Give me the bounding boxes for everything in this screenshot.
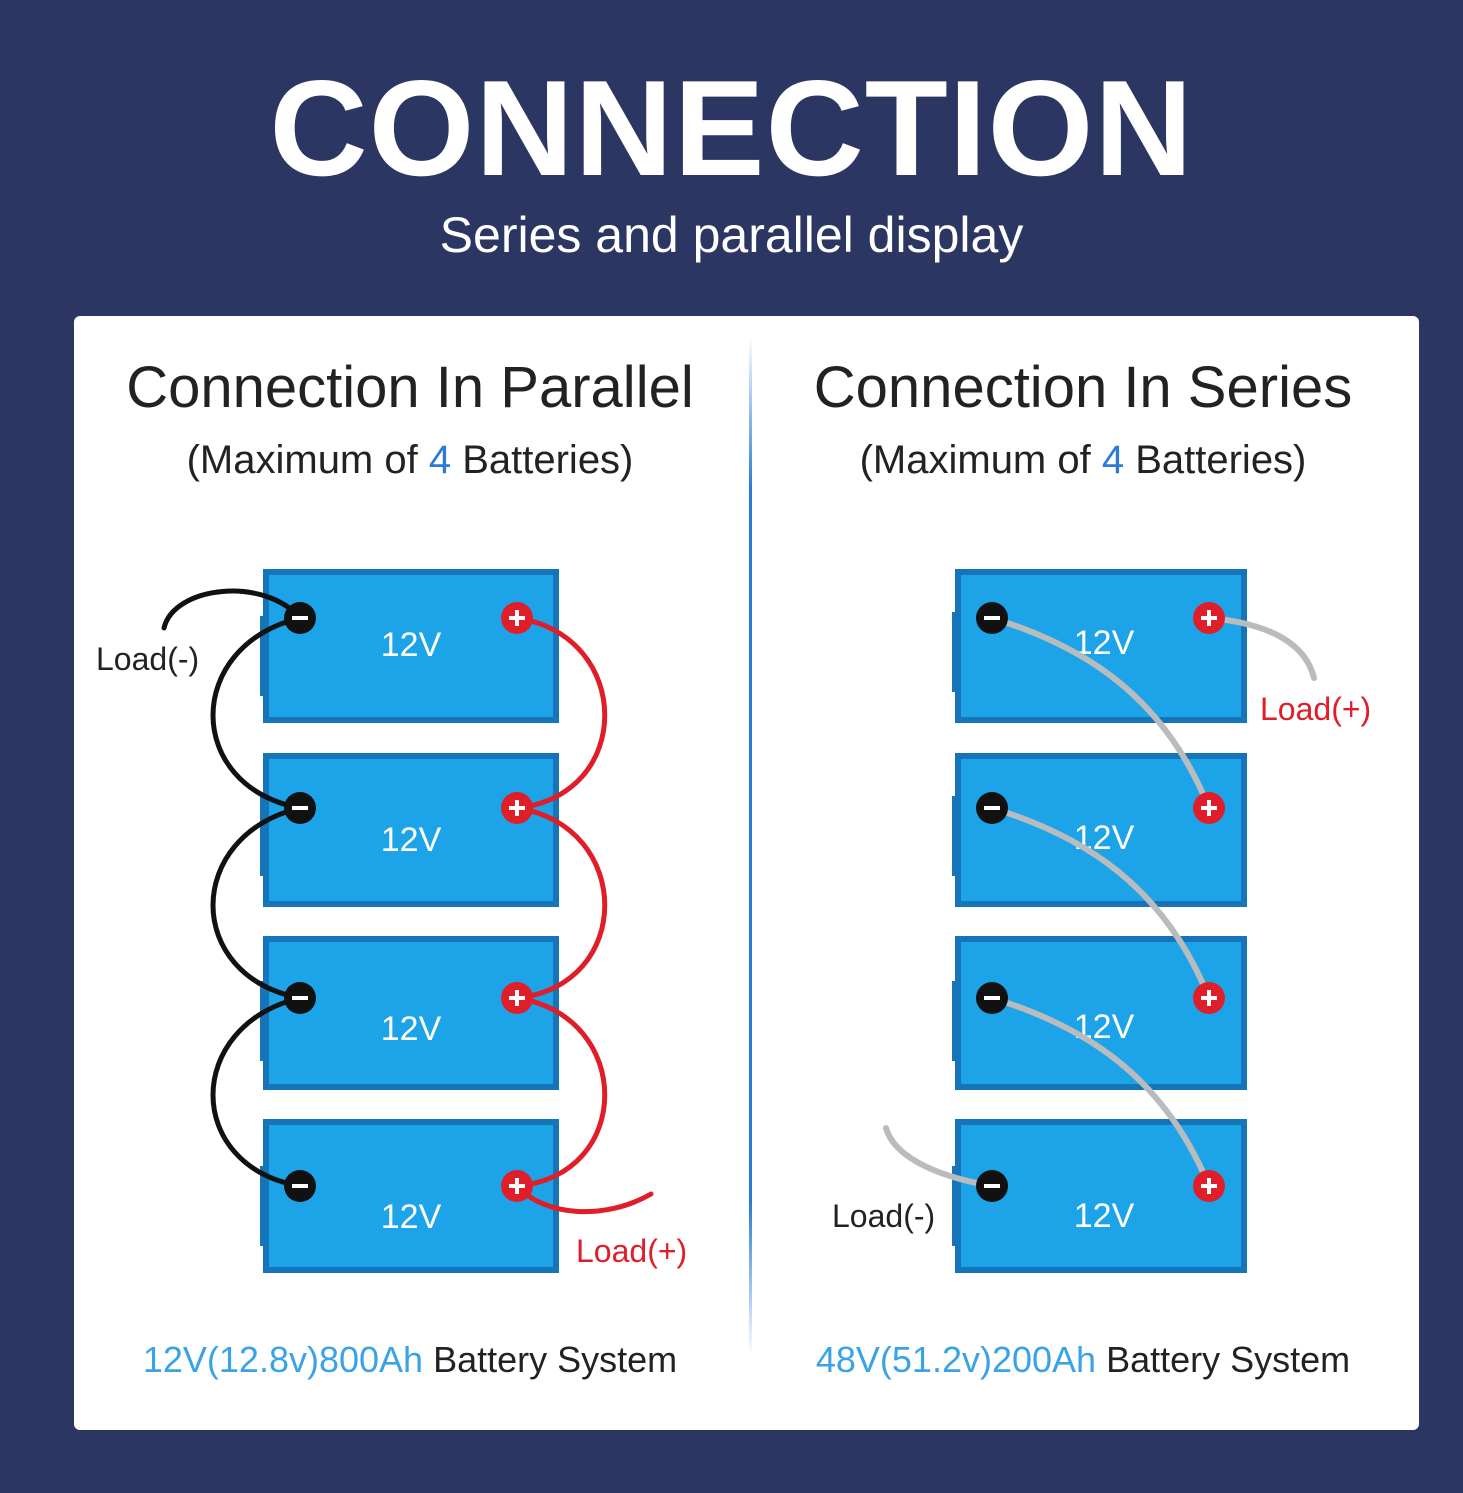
series-link-wire [989,805,1212,1001]
parallel-note-suffix: Batteries) [451,438,634,482]
positive-terminal-icon [501,982,533,1014]
battery-voltage-label: 12V [381,1010,442,1048]
parallel-system-caption: 12V(12.8v)800Ah Battery System [74,1338,746,1382]
negative-terminal-icon [976,982,1008,1014]
series-battery-1: 12V [952,569,1247,723]
parallel-battery-1: 12V [260,569,559,723]
parallel-system-spec: 12V(12.8v)800Ah [142,1339,424,1380]
series-note-count: 4 [1101,438,1125,482]
battery-voltage-label: 12V [381,821,442,859]
series-load-negative-label: Load(-) [832,1198,935,1234]
parallel-negative-wires [161,588,303,1189]
parallel-positive-link [514,615,608,811]
negative-terminal-icon [284,1170,316,1202]
parallel-system-suffix: Battery System [423,1339,678,1380]
series-link-wire [989,615,1212,811]
series-system-caption: 48V(51.2v)200Ah Battery System [747,1338,1419,1382]
battery-voltage-label: 12V [381,626,442,664]
series-system-spec: 48V(51.2v)200Ah [815,1339,1097,1380]
series-note-prefix: (Maximum of [859,438,1102,482]
battery-voltage-label: 12V [381,1198,442,1236]
parallel-note-count: 4 [428,438,452,482]
series-title: Connection In Series [813,355,1353,420]
parallel-battery-3: 12V [260,936,559,1090]
positive-terminal-icon [501,792,533,824]
wiring-diagram: 12V 12V 12V 12V [96,569,1371,1273]
series-battery-4: 12V [952,1119,1247,1273]
battery-voltage-label: 12V [1074,1197,1135,1235]
positive-terminal-icon [1193,1170,1225,1202]
panel-divider [749,336,752,1356]
parallel-terminals [284,602,533,1202]
series-system-suffix: Battery System [1096,1339,1351,1380]
parallel-load-positive-label: Load(+) [576,1233,687,1269]
negative-terminal-icon [976,792,1008,824]
series-load-negative-wire [883,1125,995,1189]
series-terminals [976,602,1225,1202]
parallel-positive-wires [514,615,654,1215]
positive-terminal-icon [1193,982,1225,1014]
negative-terminal-icon [284,792,316,824]
parallel-note-prefix: (Maximum of [186,438,429,482]
series-note-suffix: Batteries) [1124,438,1307,482]
parallel-battery-2: 12V [260,753,559,907]
parallel-positive-link [514,995,608,1189]
positive-terminal-icon [501,602,533,634]
parallel-negative-link [210,995,303,1189]
series-link-wire [989,995,1212,1189]
page-title: CONNECTION [269,52,1194,204]
positive-terminal-icon [1193,792,1225,824]
series-battery-2: 12V [952,753,1247,907]
parallel-note: (Maximum of 4 Batteries) [74,436,746,484]
parallel-title: Connection In Parallel [126,355,694,420]
page-subtitle: Series and parallel display [439,207,1024,263]
series-note: (Maximum of 4 Batteries) [747,436,1419,484]
negative-terminal-icon [284,602,316,634]
parallel-negative-link [210,805,303,1001]
positive-terminal-icon [1193,602,1225,634]
negative-terminal-icon [976,1170,1008,1202]
battery-voltage-label: 12V [1074,819,1135,857]
parallel-load-negative-wire [161,588,303,631]
series-load-positive-label: Load(+) [1260,691,1371,727]
positive-terminal-icon [501,1170,533,1202]
negative-terminal-icon [976,602,1008,634]
negative-terminal-icon [284,982,316,1014]
parallel-load-negative-label: Load(-) [96,641,199,677]
diagram-card: Connection In Parallel (Maximum of 4 Bat… [74,316,1419,1430]
parallel-positive-link [514,805,608,1001]
parallel-negative-link [210,615,303,811]
